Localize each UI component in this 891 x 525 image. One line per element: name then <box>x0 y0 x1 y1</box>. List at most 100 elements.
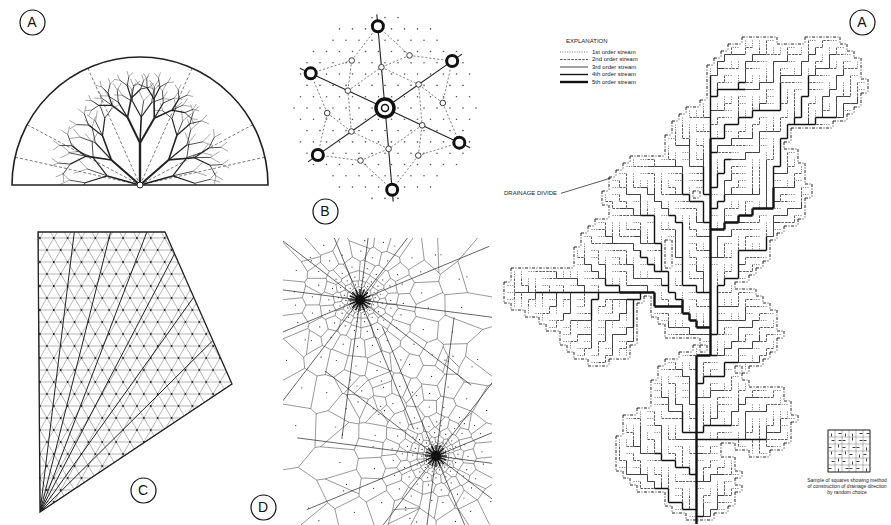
web-point <box>440 425 441 426</box>
stream-branch <box>139 91 144 101</box>
stream-branch <box>127 71 129 77</box>
city-circle <box>312 150 323 161</box>
lattice-point <box>164 261 166 263</box>
settlement-dot <box>397 198 399 200</box>
web-point <box>455 446 456 447</box>
settlement-dot <box>404 164 406 166</box>
settlement-dot <box>306 62 308 64</box>
stream-branch <box>117 83 121 90</box>
web-point <box>342 254 343 255</box>
web-point <box>454 428 455 429</box>
lattice-point <box>88 441 90 443</box>
settlement-dot <box>384 175 386 177</box>
lattice-line <box>0 0 392 525</box>
secondary-link <box>348 60 352 90</box>
stream-branch <box>105 109 112 119</box>
stream-branch <box>127 86 131 99</box>
web-point <box>470 511 471 512</box>
lattice-point <box>39 309 41 311</box>
lattice-line <box>0 48 288 525</box>
settlement-dot <box>352 28 354 30</box>
web-point <box>351 305 352 306</box>
lattice-line <box>221 192 621 525</box>
settlement-dot <box>391 119 393 121</box>
radial-route <box>436 345 492 456</box>
lattice-line <box>0 202 530 203</box>
stream-branch <box>112 101 113 109</box>
settlement-dot <box>423 107 425 109</box>
lattice-line <box>0 226 530 227</box>
panel-letter: C <box>138 483 148 497</box>
stream-branch <box>112 105 127 117</box>
web-point <box>312 312 313 313</box>
stream-branch <box>61 130 68 134</box>
lattice-point <box>143 249 145 251</box>
lattice-point <box>157 249 159 251</box>
stream-branch <box>89 110 92 116</box>
web-point <box>355 284 356 285</box>
web-point <box>435 477 436 478</box>
web-point <box>342 434 343 435</box>
lattice-point <box>81 477 83 479</box>
circle-shape <box>850 10 875 35</box>
lattice-line <box>0 72 247 525</box>
stream-branch <box>70 137 81 138</box>
lattice-point <box>122 261 124 263</box>
lattice-point <box>129 417 131 419</box>
lattice-point <box>178 405 180 407</box>
web-point <box>319 326 320 327</box>
lattice-point <box>94 261 96 263</box>
settlement-dot <box>326 73 328 75</box>
web-point <box>341 313 342 314</box>
settlement-dot <box>339 141 341 143</box>
stream-branch <box>72 143 79 151</box>
lattice-point <box>191 405 193 407</box>
web-point <box>383 319 384 320</box>
stream-branch <box>131 90 133 102</box>
web-point <box>339 305 340 306</box>
lattice-line <box>0 0 153 525</box>
radial-route <box>342 300 360 439</box>
lattice-point <box>60 321 62 323</box>
web-point <box>394 245 395 246</box>
lattice-line <box>117 0 517 525</box>
lattice-point <box>74 369 76 371</box>
secondary-link <box>348 67 382 91</box>
lattice-line <box>0 274 530 275</box>
lattice-line <box>0 36 351 525</box>
lattice-line <box>44 0 444 525</box>
stream-branch <box>202 153 212 156</box>
settlement-dot <box>423 175 425 177</box>
lattice-point <box>53 309 55 311</box>
web-point <box>334 322 335 323</box>
stream-branch <box>92 133 98 142</box>
settlement-dot <box>417 28 419 30</box>
lattice-line <box>0 418 530 419</box>
lattice-point <box>81 405 83 407</box>
settlement-dot <box>384 17 386 19</box>
settlement-dot <box>391 28 393 30</box>
lattice-line <box>0 192 39 525</box>
settlement-dot <box>430 51 432 53</box>
lattice-point <box>129 393 131 395</box>
lattice-line <box>0 0 29 525</box>
web-point <box>447 387 448 388</box>
lattice-point <box>129 369 131 371</box>
web-point <box>364 321 365 322</box>
lattice-line <box>0 204 18 525</box>
lattice-point <box>171 369 173 371</box>
web-point <box>396 327 397 328</box>
lattice-line <box>0 30 320 525</box>
web-point <box>373 292 374 293</box>
settlement-dot <box>423 39 425 41</box>
settlement-dot <box>371 39 373 41</box>
web-point <box>382 279 383 280</box>
lattice-point <box>191 309 193 311</box>
web-point <box>378 311 379 312</box>
stream-branch <box>172 107 176 118</box>
web-point <box>366 308 367 309</box>
settlement-dot <box>436 85 438 87</box>
settlement-dot <box>462 62 464 64</box>
settlement-dot <box>371 85 373 87</box>
lattice-line <box>0 60 268 525</box>
